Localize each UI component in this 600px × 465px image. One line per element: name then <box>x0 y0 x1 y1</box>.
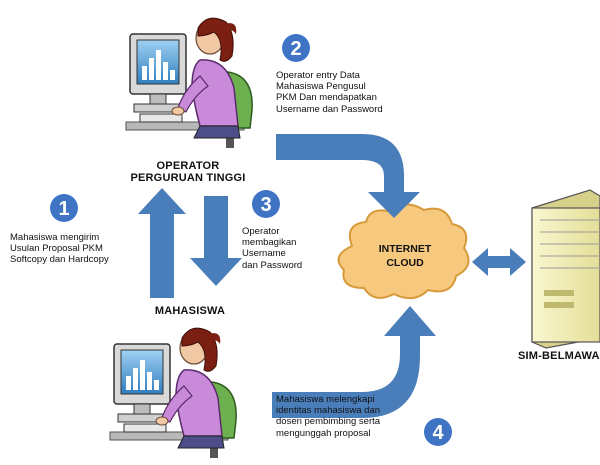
arrow-up-to-operator <box>138 188 186 298</box>
step-4-line: dosen pembimbing serta <box>276 416 381 428</box>
step-3-line: Operator <box>242 226 280 237</box>
operator-role-line2: PERGURUAN TINGGI <box>130 172 246 184</box>
step-3-description: Operator membagikan Username dan Passwor… <box>242 226 302 271</box>
step-3-line: membagikan <box>242 237 297 249</box>
operator-role-label: OPERATOR PERGURUAN TINGGI <box>118 160 258 184</box>
step-4-line: mengunggah proposal <box>276 427 371 439</box>
step-2-line: PKM Dan mendapatkan <box>276 92 377 104</box>
step-badge-3: 3 <box>252 190 280 218</box>
step-badge-2: 2 <box>282 34 310 62</box>
arrow-down-to-mahasiswa <box>190 196 242 286</box>
step-2-line: Username dan Password <box>276 103 383 115</box>
step-badge-4: 4 <box>424 418 452 446</box>
operator-role-line1: OPERATOR <box>156 160 220 172</box>
step-1-description: Mahasiswa mengirim Usulan Proposal PKM S… <box>10 232 109 266</box>
server-icon <box>531 189 600 349</box>
step-1-line: Mahasiswa mengirim <box>10 232 100 243</box>
cloud-label-line1: INTERNET <box>379 243 432 255</box>
step-2-line: Mahasiswa Pengusul <box>276 81 366 93</box>
step-3-line: Username <box>242 248 286 260</box>
step-number-2: 2 <box>290 38 301 60</box>
step-4-description: Mahasiswa melengkapi identitas mahasiswa… <box>276 394 380 439</box>
operator-figure <box>125 17 253 149</box>
step-1-line: Softcopy dan Hardcopy <box>10 254 109 266</box>
step-1-line: Usulan Proposal PKM <box>10 243 103 255</box>
step-2-description: Operator entry Data Mahasiswa Pengusul P… <box>276 70 383 115</box>
step-4-line: identitas mahasiswa dan <box>276 405 381 417</box>
step-badge-1: 1 <box>50 194 78 222</box>
arrow-cloud-server <box>472 248 526 276</box>
step-2-line: Operator entry Data <box>276 70 360 81</box>
step-number-4: 4 <box>432 422 444 444</box>
internet-cloud-icon: INTERNET CLOUD <box>337 203 470 300</box>
mahasiswa-figure <box>109 327 237 459</box>
server-role-text: SIM-BELMAWA <box>518 350 600 362</box>
cloud-label-line2: CLOUD <box>386 257 424 269</box>
server-role-label: SIM-BELMAWA <box>518 350 600 362</box>
arrow-operator-to-cloud <box>276 134 420 218</box>
arrow-mahasiswa-to-cloud <box>272 306 436 418</box>
mahasiswa-role-label: MAHASISWA <box>140 305 240 317</box>
mahasiswa-role-text: MAHASISWA <box>154 305 226 317</box>
step-number-3: 3 <box>260 194 271 216</box>
step-4-line: Mahasiswa melengkapi <box>276 394 375 405</box>
step-number-1: 1 <box>58 198 69 220</box>
step-3-line: dan Password <box>242 259 303 271</box>
